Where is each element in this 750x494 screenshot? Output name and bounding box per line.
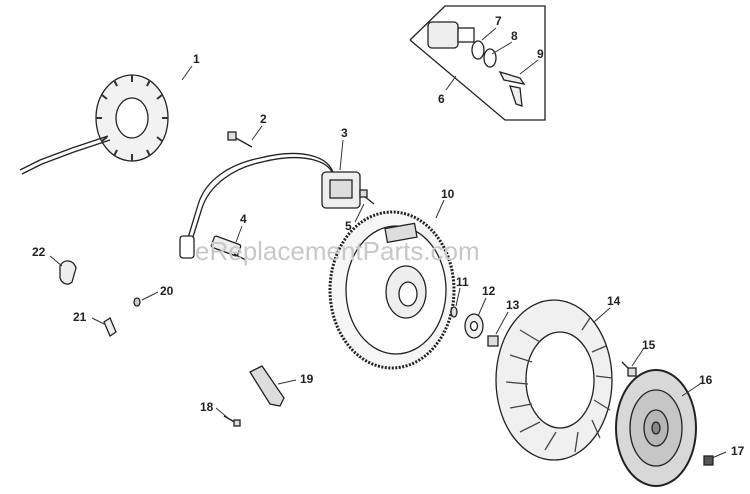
part-17-nut[interactable] <box>703 455 714 466</box>
callout-9[interactable]: 9 <box>537 47 544 61</box>
part-11-key[interactable] <box>450 306 458 318</box>
part-6-key-switch-assembly[interactable] <box>409 5 546 121</box>
watermark: eReplacementParts.com <box>195 236 480 266</box>
callout-11[interactable]: 11 <box>456 275 469 289</box>
part-2-screw[interactable] <box>227 131 253 148</box>
part-14-fan[interactable] <box>495 299 613 461</box>
part-19-bracket[interactable] <box>249 365 285 407</box>
callout-labels: 1 2 3 4 5 6 7 8 9 10 11 12 13 14 15 16 1… <box>32 14 745 458</box>
part-12-washer[interactable] <box>464 313 484 339</box>
part-13-nut[interactable] <box>487 335 499 347</box>
callout-14[interactable]: 14 <box>607 294 621 308</box>
callout-20[interactable]: 20 <box>160 284 174 298</box>
part-20-nut[interactable] <box>133 297 141 307</box>
callout-8[interactable]: 8 <box>511 29 518 43</box>
callout-10[interactable]: 10 <box>441 187 455 201</box>
callout-13[interactable]: 13 <box>506 298 520 312</box>
part-10-flywheel[interactable] <box>328 210 456 370</box>
callout-6[interactable]: 6 <box>438 92 445 106</box>
callout-4[interactable]: 4 <box>240 212 247 226</box>
callout-7[interactable]: 7 <box>495 14 502 28</box>
leader-lines <box>49 27 727 459</box>
part-9-key[interactable] <box>498 70 526 107</box>
part-7-key-switch[interactable] <box>427 21 475 49</box>
callout-12[interactable]: 12 <box>482 284 496 298</box>
part-21-clip[interactable] <box>103 317 117 337</box>
part-8-nut[interactable] <box>471 40 497 68</box>
part-3-ignition-module[interactable] <box>179 152 361 259</box>
part-16-screen[interactable] <box>615 369 697 487</box>
part-5-screw[interactable] <box>359 189 375 205</box>
part-1-stator[interactable] <box>19 74 169 175</box>
part-18-screw[interactable] <box>223 415 241 427</box>
callout-5[interactable]: 5 <box>345 219 352 233</box>
callout-22[interactable]: 22 <box>32 245 46 259</box>
part-15-screw[interactable] <box>621 361 637 377</box>
callout-2[interactable]: 2 <box>260 112 267 126</box>
part-22-clamp[interactable] <box>59 260 77 285</box>
part-4-spark-plug[interactable] <box>210 235 247 261</box>
callout-16[interactable]: 16 <box>699 373 713 387</box>
callout-3[interactable]: 3 <box>341 126 348 140</box>
callout-15[interactable]: 15 <box>642 338 656 352</box>
callout-19[interactable]: 19 <box>300 372 314 386</box>
callout-21[interactable]: 21 <box>73 310 87 324</box>
callout-1[interactable]: 1 <box>193 52 200 66</box>
callout-18[interactable]: 18 <box>200 400 214 414</box>
callout-17[interactable]: 17 <box>731 444 745 458</box>
